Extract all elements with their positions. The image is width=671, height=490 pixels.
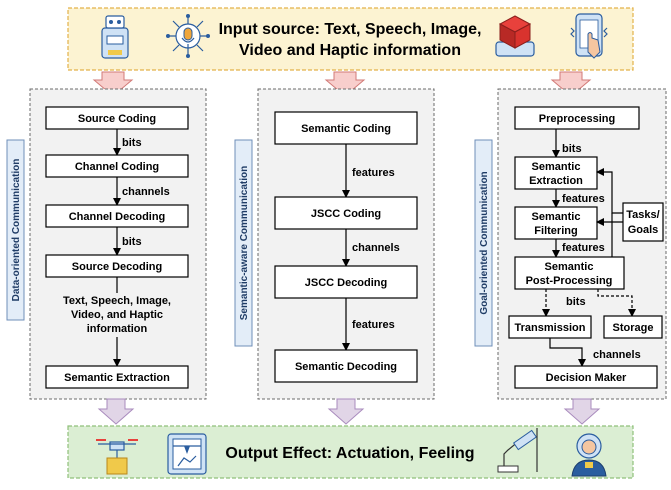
- semantic-aware-panel: Semantic-aware Communication Semantic Co…: [234, 88, 435, 400]
- info-line-1: Text, Speech, Image,: [63, 295, 171, 307]
- features-label-goal-1: features: [562, 193, 605, 205]
- features-label-goal-2: features: [562, 242, 605, 254]
- vr-cube-icon: [495, 15, 535, 57]
- semantic-decoding-box: [274, 349, 418, 383]
- preprocessing-box: [514, 106, 640, 130]
- jscc-coding-label: JSCC Coding: [311, 208, 381, 220]
- robotic-arm-icon: [497, 428, 538, 473]
- jscc-coding-box: [274, 196, 418, 230]
- output-banner-text: Output Effect: Actuation, Feeling: [225, 445, 474, 462]
- bits-label-goal-2: bits: [566, 296, 586, 308]
- jscc-decoding-box: [274, 265, 418, 299]
- output-arrow-data: [97, 398, 135, 425]
- output-arrow-goal: [563, 398, 601, 425]
- info-line-2: Video, and Haptic: [71, 309, 163, 321]
- semantic-filtering-line1: Semantic: [532, 211, 581, 223]
- tasks-goals-line2: Goals: [628, 224, 659, 236]
- drone-icon: [96, 439, 138, 475]
- source-decoding-label: Source Decoding: [72, 261, 162, 273]
- output-banner: Output Effect: Actuation, Feeling: [67, 425, 634, 479]
- robot-icon: [101, 15, 129, 59]
- microphone-network-icon: [166, 14, 210, 58]
- semantic-filtering-line2: Filtering: [534, 225, 577, 237]
- semantic-coding-label: Semantic Coding: [301, 123, 391, 135]
- data-oriented-label-tab: [6, 139, 25, 321]
- features-label-1: features: [352, 167, 395, 179]
- channel-decoding-label: Channel Decoding: [69, 211, 166, 223]
- channels-label-goal: channels: [593, 349, 641, 361]
- channels-label: channels: [122, 186, 170, 198]
- transmission-label: Transmission: [515, 322, 586, 334]
- storage-box: [603, 315, 663, 339]
- arrow-tasks-to-extraction: [596, 168, 623, 214]
- tasks-goals-line1: Tasks/: [626, 209, 659, 221]
- bits-label-2: bits: [122, 236, 142, 248]
- decision-maker-box: [514, 365, 658, 389]
- arrow-post-to-storage: [597, 289, 636, 317]
- semantic-aware-label-tab: [234, 139, 253, 347]
- data-oriented-label: Data-oriented Communication: [11, 159, 22, 302]
- bits-label-goal-1: bits: [562, 143, 582, 155]
- input-arrow-goal: [550, 71, 592, 97]
- source-coding-label: Source Coding: [78, 113, 156, 125]
- haptic-touch-phone-icon: [570, 13, 608, 59]
- jscc-decoding-label: JSCC Decoding: [305, 277, 388, 289]
- post-processing-line1: Semantic: [545, 261, 594, 273]
- semantic-extraction-label: Semantic Extraction: [64, 372, 170, 384]
- decision-maker-label: Decision Maker: [546, 372, 627, 384]
- goal-oriented-label: Goal-oriented Communication: [479, 171, 490, 314]
- goal-oriented-panel: Goal-oriented Communication Preprocessin…: [474, 88, 667, 400]
- input-arrow-semantic: [324, 71, 366, 97]
- output-arrow-semantic: [327, 398, 365, 425]
- storage-label: Storage: [613, 322, 654, 334]
- semantic-extraction-goal-line1: Semantic: [532, 161, 581, 173]
- input-banner-line1: Input source: Text, Speech, Image,: [219, 21, 482, 38]
- semantic-decoding-label: Semantic Decoding: [295, 361, 397, 373]
- semantic-post-processing-box: [514, 256, 625, 290]
- goal-oriented-label-tab: [474, 139, 493, 347]
- bits-label-1: bits: [122, 137, 142, 149]
- 3d-printer-icon: [167, 433, 207, 475]
- arrow-transmission-to-decision: [549, 338, 586, 367]
- semantic-aware-label: Semantic-aware Communication: [239, 166, 250, 320]
- post-processing-line2: Post-Processing: [526, 275, 613, 287]
- features-label-2: features: [352, 319, 395, 331]
- info-line-3: information: [87, 323, 148, 335]
- semantic-extraction-goal-line2: Extraction: [529, 175, 583, 187]
- input-banner-line2: Video and Haptic information: [239, 42, 461, 59]
- channels-label-semantic: channels: [352, 242, 400, 254]
- semantic-extraction-box: [45, 365, 189, 389]
- semantic-coding-box: [274, 111, 418, 145]
- input-arrow-data: [92, 71, 134, 97]
- astronaut-user-icon: [571, 433, 607, 477]
- preprocessing-label: Preprocessing: [539, 113, 615, 125]
- input-banner: Input source: Text, Speech, Image, Video…: [67, 7, 634, 71]
- data-oriented-panel: Data-oriented Communication Source Codin…: [6, 88, 207, 400]
- channel-coding-label: Channel Coding: [75, 161, 159, 173]
